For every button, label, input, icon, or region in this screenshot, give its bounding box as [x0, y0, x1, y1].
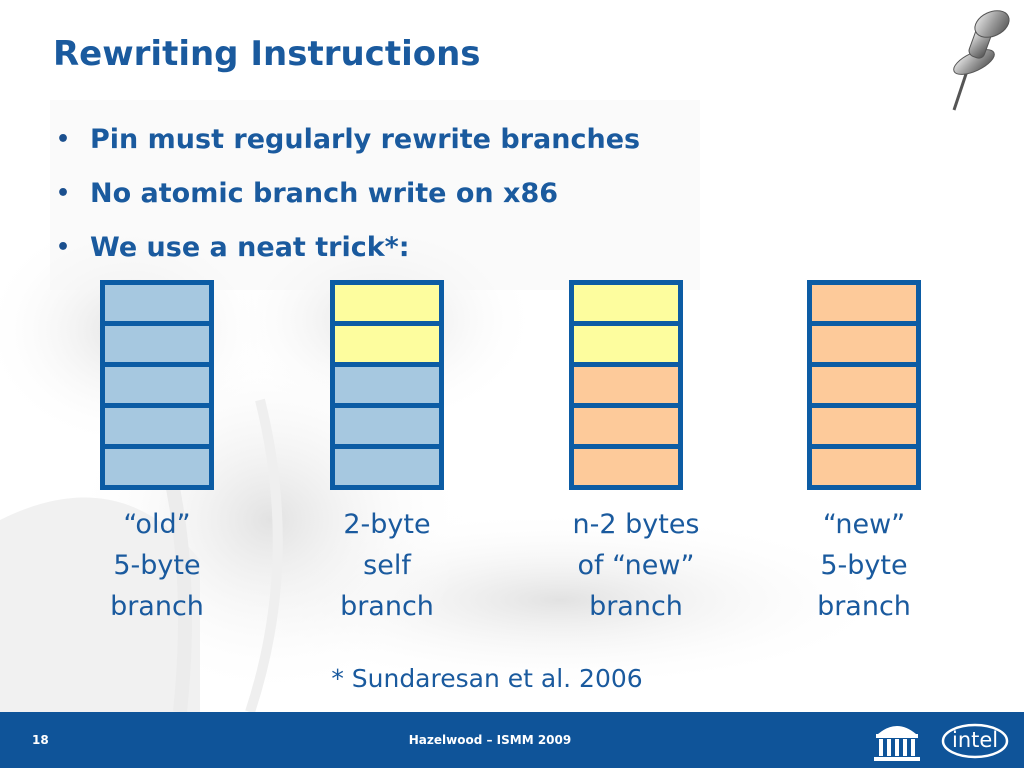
stack-label-line: branch: [589, 591, 683, 622]
bullet-marker: •: [56, 234, 71, 260]
byte-cell: [100, 280, 214, 326]
stack-label-line: 2-byte: [343, 509, 431, 540]
byte-cell: [569, 444, 683, 490]
stack-label-line: of “new”: [577, 550, 695, 581]
stack-label-line: “old”: [123, 509, 191, 540]
slide-number: 18: [32, 733, 49, 747]
byte-cell: [807, 403, 921, 449]
university-rotunda-icon: [874, 726, 920, 761]
byte-cell: [330, 321, 444, 367]
citation: * Sundaresan et al. 2006: [331, 664, 643, 693]
push-pin-icon: [952, 10, 1010, 111]
byte-cell: [330, 444, 444, 490]
byte-cell: [569, 280, 683, 326]
bullet-text: No atomic branch write on x86: [90, 177, 559, 209]
byte-cell: [807, 321, 921, 367]
bullet-item: • We use a neat trick*:: [56, 220, 640, 274]
stack-label-line: self: [363, 550, 411, 581]
byte-cell: [100, 403, 214, 449]
byte-cell: [100, 444, 214, 490]
byte-cell: [100, 362, 214, 408]
byte-cell: [807, 362, 921, 408]
stack-label-new-branch: “new” 5-byte branch: [784, 504, 944, 627]
byte-stack-self-branch: [330, 280, 444, 490]
stack-label-line: “new”: [822, 509, 906, 540]
byte-cell: [100, 321, 214, 367]
bullet-item: • No atomic branch write on x86: [56, 166, 640, 220]
intel-logo: intel: [940, 722, 1010, 760]
stack-label-line: n-2 bytes: [572, 509, 700, 540]
bullet-text: We use a neat trick*:: [90, 231, 410, 263]
stack-label-old-branch: “old” 5-byte branch: [77, 504, 237, 627]
stack-label-line: branch: [110, 591, 204, 622]
byte-cell: [330, 362, 444, 408]
byte-cell: [330, 280, 444, 326]
bullet-item: • Pin must regularly rewrite branches: [56, 112, 640, 166]
stack-label-line: branch: [340, 591, 434, 622]
byte-cell: [330, 403, 444, 449]
byte-cell: [569, 362, 683, 408]
intel-swoosh-icon: [941, 723, 1009, 759]
byte-cell: [807, 280, 921, 326]
intel-wordmark: intel: [952, 728, 999, 752]
footer-bar: 18 Hazelwood – ISMM 2009 intel: [0, 712, 1024, 768]
byte-stack-new-branch: [807, 280, 921, 490]
slide-title: Rewriting Instructions: [53, 34, 481, 74]
stack-label-line: branch: [817, 591, 911, 622]
byte-cell: [569, 321, 683, 367]
byte-stack-old-branch: [100, 280, 214, 490]
stack-label-line: 5-byte: [113, 550, 201, 581]
stack-label-self-branch: 2-byte self branch: [307, 504, 467, 627]
bullet-marker: •: [56, 180, 71, 206]
byte-stack-partial-new-branch: [569, 280, 683, 490]
bullet-marker: •: [56, 126, 71, 152]
bullet-text: Pin must regularly rewrite branches: [90, 123, 641, 155]
byte-cell: [569, 403, 683, 449]
bullet-list: • Pin must regularly rewrite branches • …: [56, 112, 640, 274]
footer-text: Hazelwood – ISMM 2009: [408, 733, 572, 747]
byte-cell: [807, 444, 921, 490]
stack-label-partial-new-branch: n-2 bytes of “new” branch: [556, 504, 716, 627]
stack-label-line: 5-byte: [820, 550, 908, 581]
